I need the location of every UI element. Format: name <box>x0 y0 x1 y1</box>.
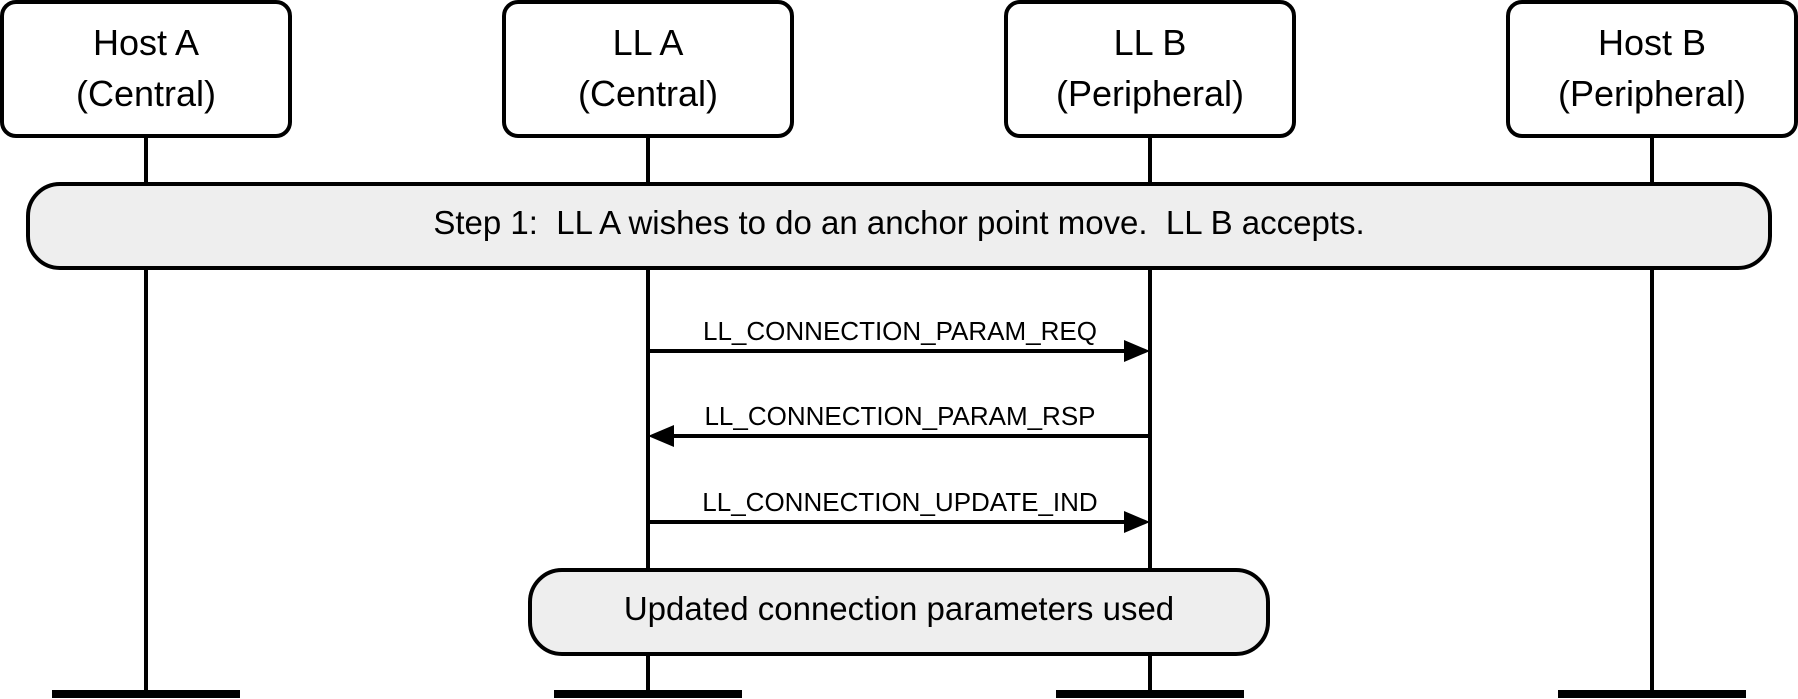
arrow-head-left-icon <box>648 425 674 447</box>
arrow-head-right-icon <box>1124 340 1150 362</box>
participant-name: Host A <box>93 22 199 63</box>
message-connection-update-ind: LL_CONNECTION_UPDATE_IND <box>648 487 1150 533</box>
participant-host-a: Host A (Central) <box>0 0 292 138</box>
participant-role: (Central) <box>76 73 216 114</box>
step-banner: Step 1: LL A wishes to do an anchor poin… <box>26 182 1772 270</box>
message-connection-param-req: LL_CONNECTION_PARAM_REQ <box>648 316 1150 362</box>
participant-role: (Peripheral) <box>1558 73 1746 114</box>
participant-role: (Central) <box>578 73 718 114</box>
participant-role: (Peripheral) <box>1056 73 1244 114</box>
step-banner-text: Step 1: LL A wishes to do an anchor poin… <box>433 204 1364 241</box>
message-connection-param-rsp: LL_CONNECTION_PARAM_RSP <box>648 401 1150 447</box>
participant-ll-a: LL A (Central) <box>502 0 794 138</box>
message-label: LL_CONNECTION_PARAM_REQ <box>703 316 1097 346</box>
participant-name: LL A <box>613 22 684 63</box>
arrow-head-right-icon <box>1124 511 1150 533</box>
participant-host-b: Host B (Peripheral) <box>1506 0 1798 138</box>
message-label: LL_CONNECTION_PARAM_RSP <box>704 401 1095 431</box>
participant-ll-b: LL B (Peripheral) <box>1004 0 1296 138</box>
result-banner: Updated connection parameters used <box>528 568 1270 656</box>
participant-name: LL B <box>1114 22 1187 63</box>
message-label: LL_CONNECTION_UPDATE_IND <box>702 487 1097 517</box>
result-banner-text: Updated connection parameters used <box>624 590 1174 627</box>
participant-name: Host B <box>1598 22 1706 63</box>
